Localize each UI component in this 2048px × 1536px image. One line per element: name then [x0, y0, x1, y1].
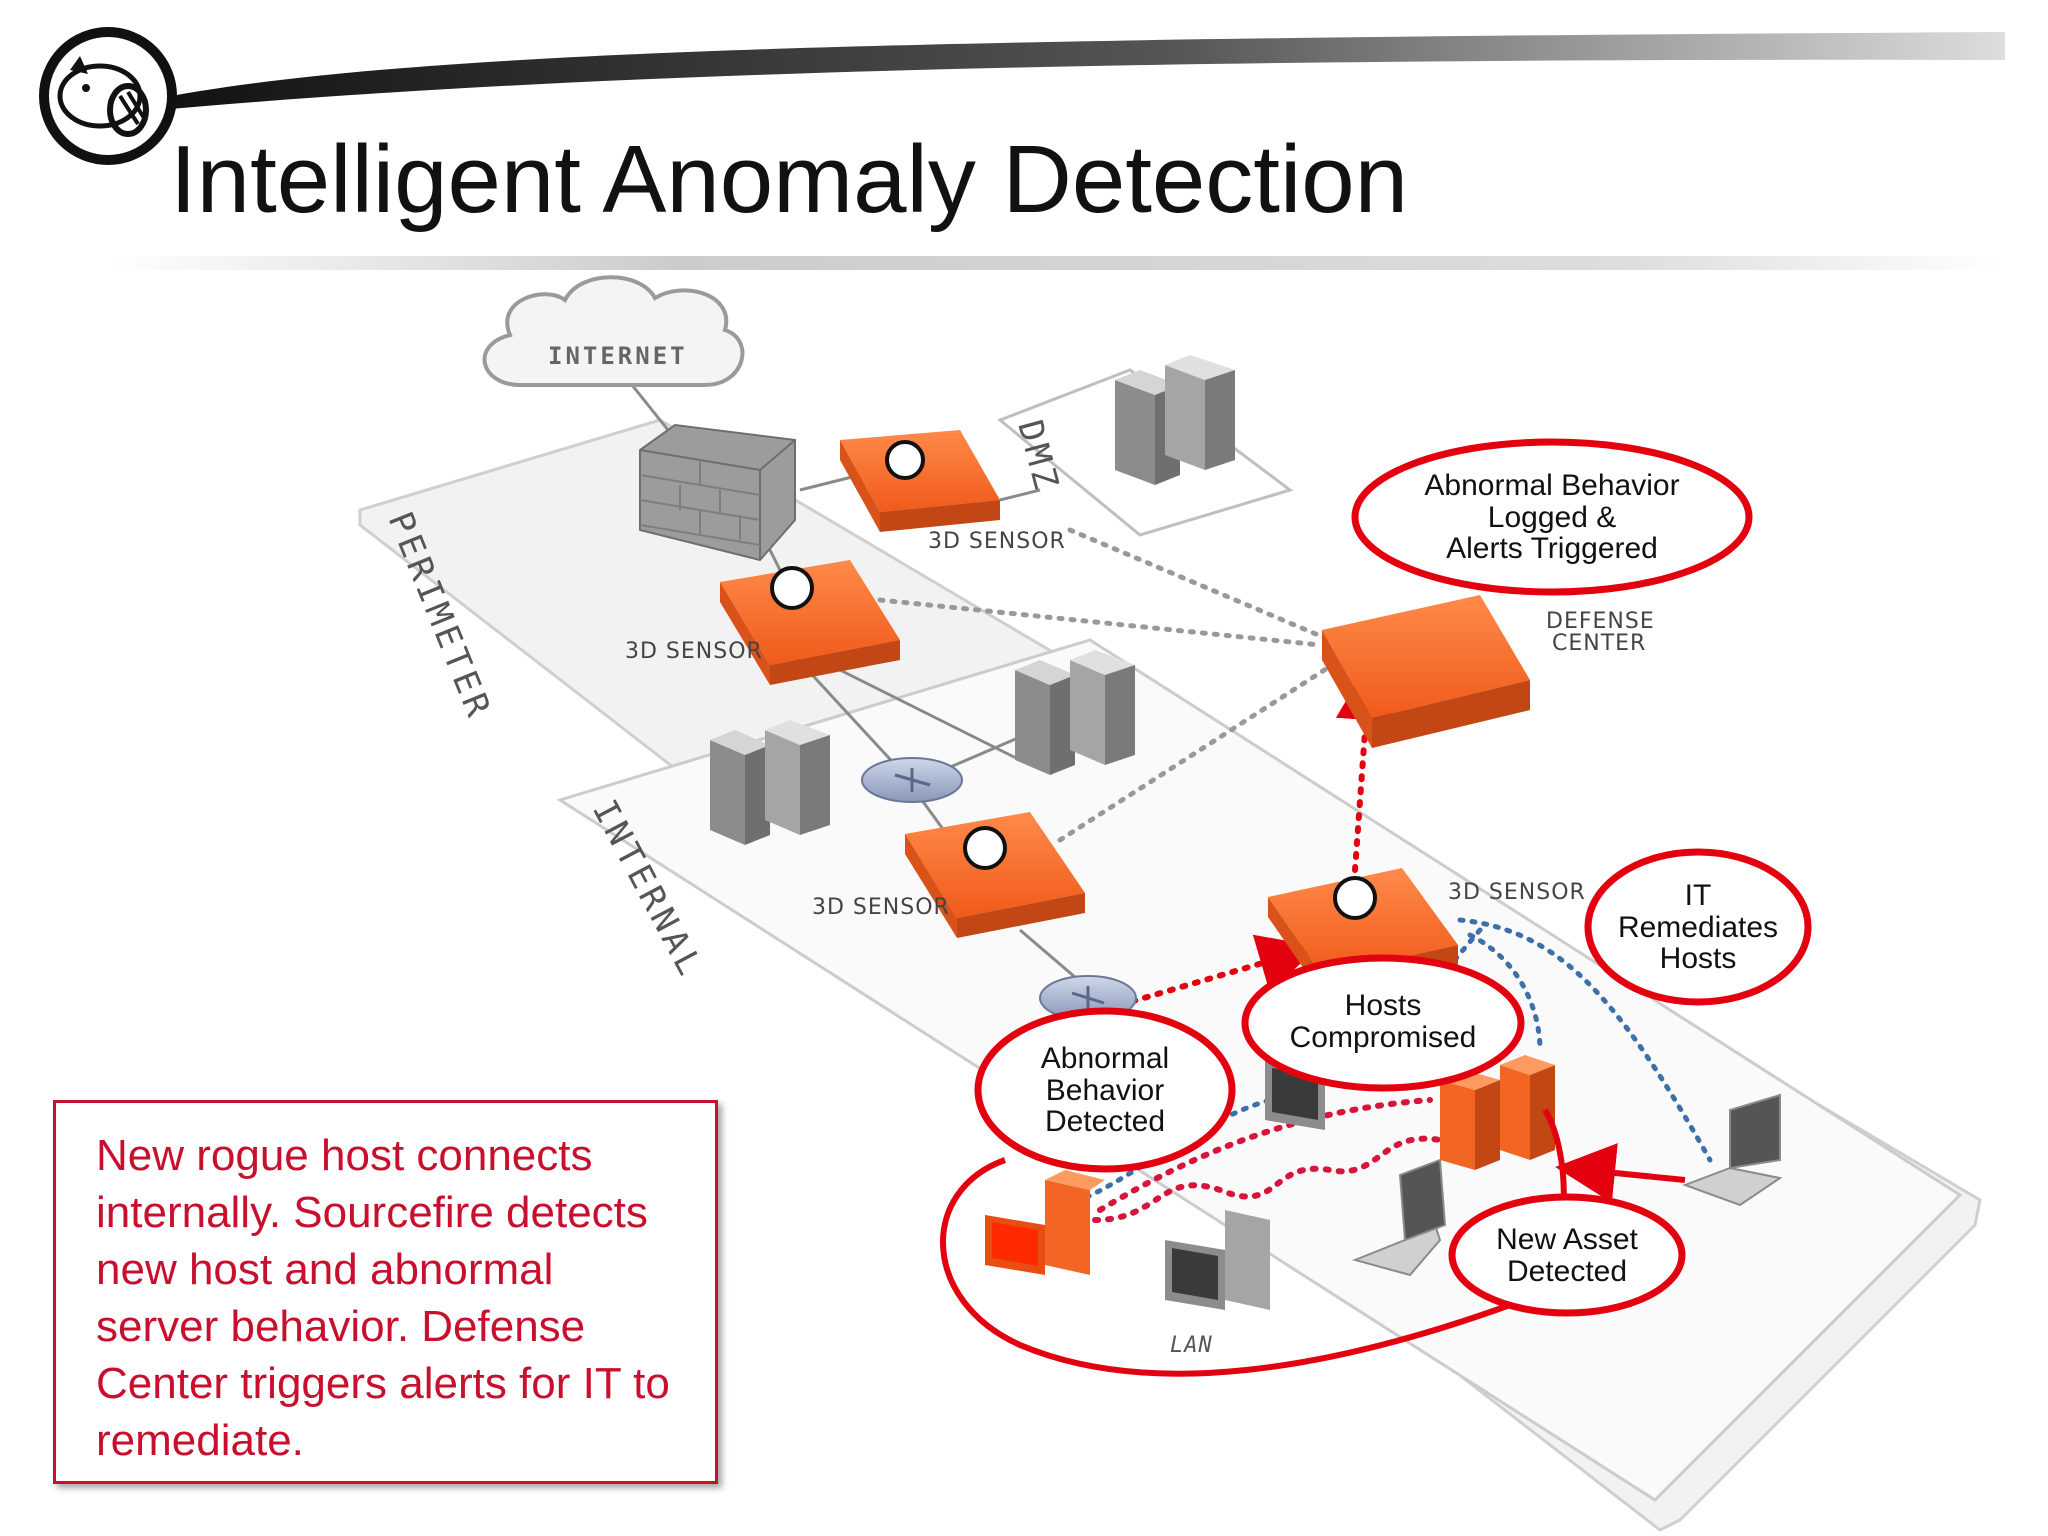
- header-swoosh: [150, 32, 2005, 110]
- sensor-label-lan: 3D SENSOR: [1448, 880, 1586, 905]
- abnormal-detected-line1: Abnormal: [1041, 1042, 1169, 1075]
- workstation-icon: [1165, 1210, 1270, 1310]
- new-asset-callout: New Asset Detected: [1448, 1193, 1686, 1317]
- abnormal-detected-callout: Abnormal Behavior Detected: [974, 1007, 1236, 1173]
- hosts-compromised-line1: Hosts: [1345, 989, 1422, 1022]
- defense-center-label-line2: CENTER: [1552, 631, 1646, 656]
- management-links: [877, 527, 1343, 843]
- dmz-server-icon: [1115, 355, 1235, 485]
- sensor-label-perimeter: 3D SENSOR: [625, 639, 763, 664]
- 3d-sensor-appliance-icon: [905, 812, 1085, 938]
- it-remediates-callout: IT Remediates Hosts: [1584, 848, 1812, 1006]
- lan-zone-label: LAN: [1170, 1333, 1213, 1358]
- logged-callout-line2: Logged &: [1488, 501, 1616, 534]
- caption-box: New rogue host connects internally. Sour…: [53, 1100, 718, 1484]
- slide-title: Intelligent Anomaly Detection: [170, 126, 1409, 233]
- cloud-icon: INTERNET: [482, 275, 745, 387]
- abnormal-detected-line2: Behavior: [1046, 1074, 1164, 1107]
- defense-center-appliance-icon: [1322, 595, 1530, 748]
- hosts-compromised-line2: Compromised: [1290, 1021, 1477, 1054]
- workstation-icon: [985, 1170, 1105, 1275]
- alert-arrows: [1117, 660, 1396, 1008]
- new-asset-line2: Detected: [1507, 1255, 1627, 1288]
- logged-callout: Abnormal Behavior Logged & Alerts Trigge…: [1351, 438, 1753, 596]
- 3d-sensor-appliance-icon: [840, 430, 1000, 532]
- sourcefire-pig-logo-icon: [39, 27, 177, 165]
- it-remediates-line1: IT: [1685, 879, 1712, 912]
- title-underline: [110, 256, 2000, 270]
- sensor-label-dmz: 3D SENSOR: [928, 529, 1066, 554]
- router-icon: [861, 757, 963, 803]
- abnormal-detected-line3: Detected: [1045, 1105, 1165, 1138]
- firewall-brick-icon: [639, 423, 796, 562]
- defense-center-label-line1: DEFENSE: [1546, 609, 1655, 634]
- new-asset-line1: New Asset: [1496, 1223, 1638, 1256]
- new-asset-arrow: [1555, 1143, 1686, 1203]
- logged-callout-line3: Alerts Triggered: [1446, 532, 1658, 565]
- attack-path: [1092, 1097, 1443, 1223]
- hosts-compromised-callout: Hosts Compromised: [1241, 954, 1525, 1092]
- server-tower-icon: [710, 720, 830, 845]
- caption-text: New rogue host connects internally. Sour…: [96, 1131, 670, 1465]
- header-graphics: [39, 27, 2005, 270]
- server-tower-icon: [1015, 650, 1135, 775]
- internet-label: INTERNET: [548, 342, 688, 370]
- logged-callout-line1: Abnormal Behavior: [1424, 469, 1679, 502]
- it-remediates-line2: Remediates: [1618, 911, 1778, 944]
- it-remediates-line3: Hosts: [1660, 942, 1737, 975]
- 3d-sensor-appliance-icon: [720, 560, 900, 685]
- sensor-label-internal: 3D SENSOR: [812, 895, 950, 920]
- laptop-icon: [1682, 1093, 1783, 1207]
- laptop-icon: [1351, 1158, 1447, 1277]
